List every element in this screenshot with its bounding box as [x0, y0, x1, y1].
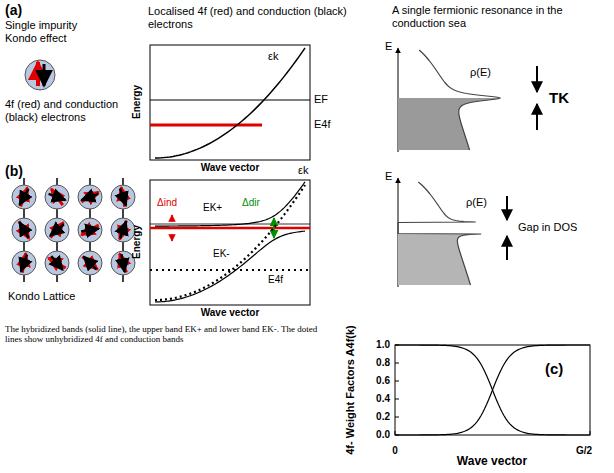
axis-label: Energy [131, 85, 143, 119]
gap-arrow [171, 234, 173, 241]
tick-label: 0.4 [376, 393, 390, 405]
axis-ticks [395, 345, 590, 435]
fermi-level [150, 99, 310, 100]
impurity-spin [25, 60, 55, 90]
gap-label: Δind [157, 197, 177, 209]
tick [395, 399, 399, 400]
axis-label: E [385, 170, 392, 183]
plot-frame [395, 345, 590, 435]
level-label: E4f [268, 274, 283, 286]
heading: Kondo Lattice [8, 290, 75, 303]
caption-note: The hybridized bands (solid line), the u… [5, 324, 335, 345]
band-label: EK+ [203, 202, 222, 214]
heading: Localised 4f (red) and conduction (black… [148, 5, 358, 30]
tick-label: 0.8 [376, 357, 390, 369]
heading: Single impurity [5, 19, 77, 32]
axis-label: ρ(E) [470, 66, 491, 79]
panel-letter: (a) [5, 2, 22, 18]
axis-label: Wave vector [201, 307, 260, 319]
level-label: E4f [314, 118, 331, 131]
axis-label: 4f- Weight Factors A4f(k) [344, 325, 357, 455]
band-label: EK- [213, 248, 230, 260]
axis-label: Wave vector [457, 455, 527, 469]
level-label: EF [314, 93, 328, 106]
gap-arrow [506, 236, 508, 260]
gap-label: Δdir [242, 197, 260, 209]
weight-curve [395, 345, 590, 435]
band-label: εk [268, 50, 278, 63]
tick-label: 1.0 [376, 339, 390, 351]
tick-label: 0.6 [376, 375, 390, 387]
gap-arrow [273, 218, 275, 238]
annotation: Gap in DOS [518, 221, 577, 234]
plot-frame [150, 180, 310, 305]
weight-curve [395, 345, 590, 435]
dos-curve [419, 50, 500, 150]
axis-label: E [385, 40, 392, 53]
filled-states [398, 98, 500, 150]
gap-arrow [506, 196, 508, 220]
tick-label: G/2 [576, 445, 592, 457]
description: 4f (red) and conduction (black) electron… [5, 98, 120, 123]
heading: Kondo effect [5, 32, 67, 45]
width-arrow [536, 104, 538, 130]
upper-band [155, 182, 305, 226]
tick-label: 0 [392, 445, 398, 457]
conduction-band [155, 48, 305, 158]
axis-label: Energy [131, 225, 143, 259]
axis-label: ρ(E) [466, 196, 487, 209]
lower-band [155, 231, 305, 302]
panel-letter: (c) [545, 360, 563, 377]
width-arrow [536, 66, 538, 92]
curves [155, 48, 590, 435]
plot-frame [150, 45, 310, 160]
filled-states [398, 234, 481, 285]
bare-f-level [150, 269, 310, 271]
tick [395, 363, 399, 364]
tick-label: 0.2 [376, 411, 390, 423]
kondo-lattice [12, 178, 135, 282]
renormalized-f-level [150, 227, 310, 230]
axis-label: Wave vector [201, 162, 260, 174]
gap-arrow [171, 215, 173, 222]
energy-scale: TK [549, 89, 569, 106]
tick-label: 0.0 [376, 429, 390, 441]
tick [395, 381, 399, 382]
tick [395, 417, 399, 418]
panel-letter: (b) [5, 163, 23, 179]
heading: A single fermionic resonance in the cond… [392, 4, 607, 29]
f-level [150, 124, 262, 127]
bare-conduction-band [155, 185, 305, 300]
band-label: εk [298, 164, 308, 177]
